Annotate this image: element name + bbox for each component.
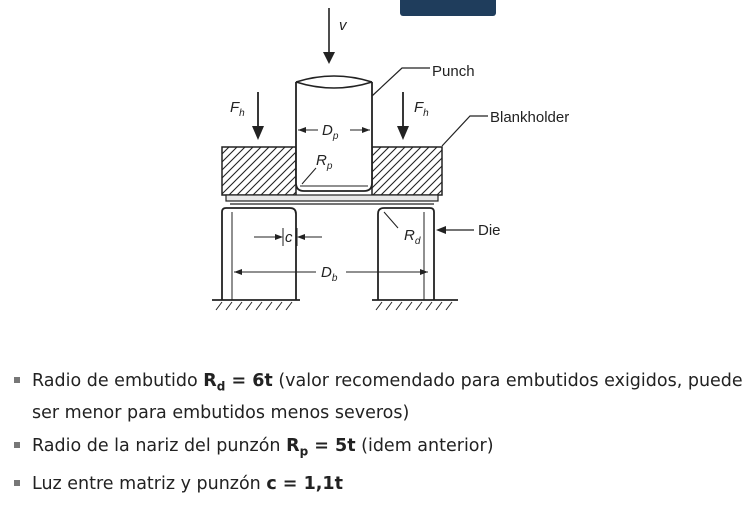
die-radius-label: Rd [404,227,421,247]
clearance-label: c [285,229,293,246]
blankholder-leader-line [441,115,488,147]
bullet-square-icon [14,441,20,448]
die-label: Die [478,222,501,239]
punch-radius-label: Rp [316,152,333,172]
blank-sheet [225,194,439,202]
list-item: Luz entre matriz y punzón c = 1,1t [14,471,749,497]
punch-diameter-dimension [298,127,370,133]
blankholder-left [221,146,297,196]
force-arrow-left [252,92,264,140]
force-left-label: Fh [230,99,245,119]
clearance-dimension [254,228,322,246]
velocity-label: v [339,17,348,34]
force-arrow-right [397,92,409,140]
punch-radius-leader [301,167,317,185]
punch-label: Punch [432,63,475,80]
blank-diameter-label: Db [321,264,338,284]
punch [295,75,373,192]
die-leader-arrow [436,226,474,234]
velocity-arrow [323,8,335,64]
bullet-square-icon [14,377,20,383]
design-rules-list: Radio de embutido Rd = 6t (valor recomen… [14,368,749,504]
die-right [372,207,458,311]
list-item: Radio de la nariz del punzón Rp = 5t (id… [14,433,749,465]
die-left [212,207,300,311]
blank-diameter-dimension [234,269,428,275]
blankholder-label: Blankholder [490,109,569,126]
deep-drawing-diagram: v Punch Blankholder Fh Fh Dp Rp [212,8,569,311]
force-right-label: Fh [414,99,429,119]
top-nav-button[interactable] [400,0,496,16]
blankholder-right [371,146,443,196]
bullet-square-icon [14,480,20,486]
list-item: Radio de embutido Rd = 6t (valor recomen… [14,368,749,426]
punch-diameter-label: Dp [322,122,339,142]
die-radius-leader [383,211,399,229]
punch-leader-line [371,67,430,97]
